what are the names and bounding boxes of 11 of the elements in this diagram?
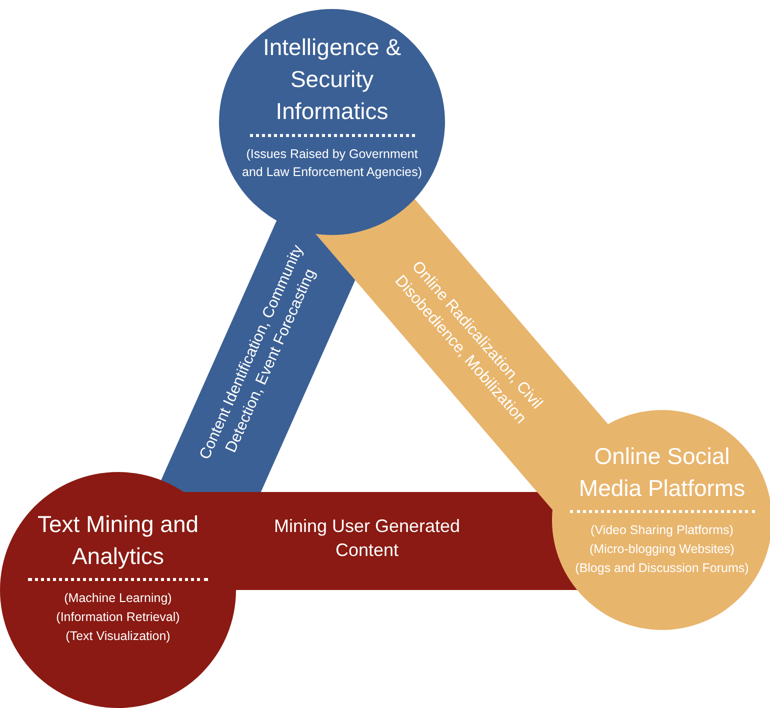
node-subtitle: (Issues Raised by Government and Law Enforcement Agencies) <box>241 146 423 182</box>
node-title: Text Mining and Analytics <box>28 508 208 582</box>
band-label: Mining User Generated Content <box>272 515 462 562</box>
node-title: Online Social Media Platforms <box>570 440 754 514</box>
node-subtitle: (Blogs and Discussion Forums) <box>574 560 750 577</box>
node-title: Intelligence & Security Informatics <box>250 31 414 137</box>
node-subtitle: (Text Visualization) <box>64 628 172 645</box>
node-subtitle: (Information Retrieval) <box>55 609 181 626</box>
node-subtitle: (Video Sharing Platforms) <box>590 522 734 540</box>
node-subtitle: (Micro-blogging Websites) <box>588 541 736 558</box>
node-subtitle: (Machine Learning) <box>63 590 173 608</box>
